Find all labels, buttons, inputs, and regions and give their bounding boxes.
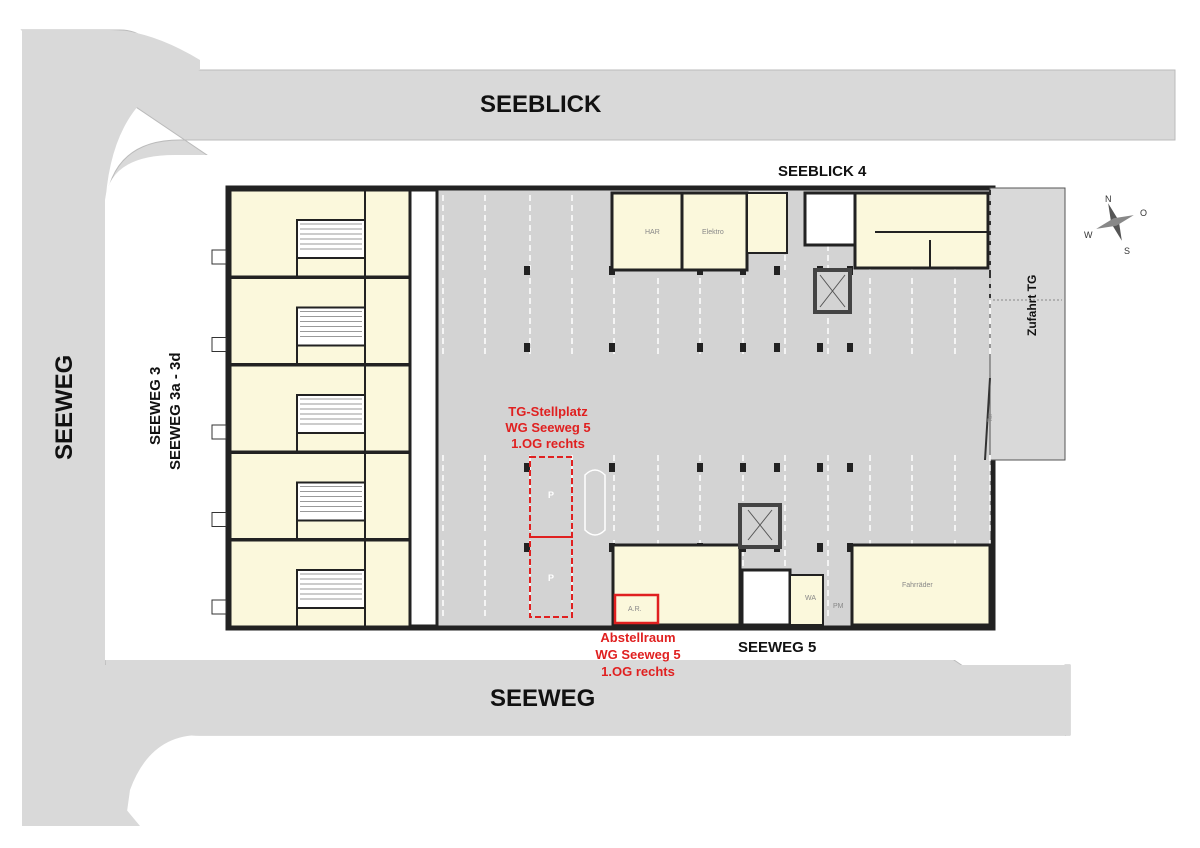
column: [740, 343, 746, 352]
compass-s: S: [1124, 246, 1130, 256]
street-seeweg-bottom: SEEWEG: [490, 685, 595, 712]
room-elektro: Elektro: [702, 229, 724, 236]
column: [524, 343, 530, 352]
room-ar: A.R.: [628, 606, 642, 613]
staircase: [740, 568, 792, 627]
label-zufahrt-tg: Zufahrt TG: [1025, 275, 1039, 336]
annotation-line: WG Seeweg 5: [505, 420, 590, 435]
door: [211, 512, 227, 527]
street-seeweg-left: SEEWEG: [51, 355, 78, 460]
column: [609, 463, 615, 472]
row-houses: [211, 188, 412, 629]
column: [609, 343, 615, 352]
column: [774, 463, 780, 472]
column: [817, 543, 823, 552]
staircase: [803, 191, 857, 247]
column: [697, 343, 703, 352]
column: [697, 463, 703, 472]
column: [817, 463, 823, 472]
room-pm: PM: [833, 603, 844, 610]
column: [774, 266, 780, 275]
corridor: [408, 188, 439, 628]
room-wa: WA: [805, 595, 816, 602]
annotation-line: TG-Stellplatz: [508, 404, 588, 419]
column: [817, 343, 823, 352]
room-fahrraeder: Fahrräder: [902, 582, 933, 589]
elevator: [738, 503, 782, 549]
column: [524, 463, 530, 472]
annotation-line: WG Seeweg 5: [595, 647, 680, 662]
annotation-line: 1.OG rechts: [511, 436, 585, 451]
column: [847, 543, 853, 552]
annotation-abstellraum: Abstellraum WG Seeweg 5 1.OG rechts: [595, 630, 680, 679]
label-tor: Tor: [988, 414, 994, 422]
compass-n: N: [1105, 194, 1112, 204]
door: [211, 424, 227, 440]
annotation-line: Abstellraum: [600, 630, 675, 645]
column: [847, 343, 853, 352]
abstellraum-highlight: [613, 593, 660, 625]
door: [211, 337, 227, 352]
room-har: HAR: [645, 229, 660, 236]
door: [211, 599, 227, 615]
parking-label-2: P: [548, 573, 554, 583]
label-seeweg3a-3d: SEEWEG 3a - 3d: [167, 352, 184, 470]
annotation-stellplatz: TG-Stellplatz WG Seeweg 5 1.OG rechts: [505, 404, 590, 451]
column: [740, 463, 746, 472]
seeweg5-core: [611, 503, 992, 627]
column: [847, 463, 853, 472]
road-seeweg-left: [22, 30, 200, 826]
label-seeweg3: SEEWEG 3: [147, 367, 164, 445]
road-seeweg-bottom: [22, 665, 1070, 826]
seeblick4-core: [610, 191, 990, 314]
compass-w: W: [1084, 230, 1093, 240]
compass-icon: [1096, 203, 1134, 241]
parking-label-1: P: [548, 490, 554, 500]
label-seeblick4: SEEBLICK 4: [778, 163, 867, 180]
column: [524, 266, 530, 275]
compass-o: O: [1140, 208, 1147, 218]
car-icon: [584, 469, 606, 536]
label-seeweg5: SEEWEG 5: [738, 639, 816, 656]
parking-space-highlight-2: [529, 536, 573, 618]
column: [774, 343, 780, 352]
door: [211, 249, 227, 265]
parking-space-highlight-1: [529, 456, 573, 538]
street-seeblick: SEEBLICK: [480, 91, 602, 118]
annotation-line: 1.OG rechts: [601, 664, 675, 679]
column: [524, 543, 530, 552]
ramp: [989, 187, 1066, 461]
